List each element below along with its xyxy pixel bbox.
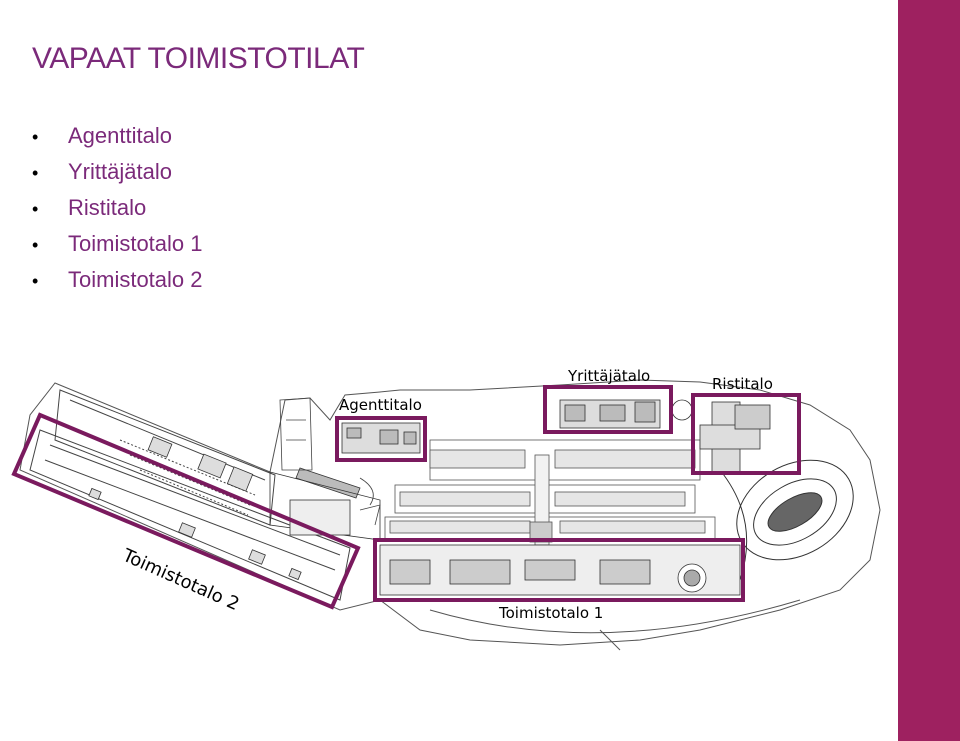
list-item-label: Yrittäjätalo: [68, 159, 172, 184]
bullet-icon: •: [32, 163, 39, 183]
agenttitalo-highlight: [335, 416, 427, 462]
bullet-icon: •: [32, 127, 39, 147]
bullet-icon: •: [32, 235, 39, 255]
site-outline: [19, 379, 881, 646]
bullet-icon: •: [32, 199, 39, 219]
list-item-label: Agenttitalo: [68, 123, 172, 148]
list-item: • Toimistotalo 2: [32, 262, 203, 298]
list-item-label: Ristitalo: [68, 195, 147, 220]
building-list: • Agenttitalo • Yrittäjätalo • Ristitalo • T…: [32, 118, 203, 298]
yrittajatalo-highlight: [543, 385, 673, 434]
floor-plan: [11, 379, 881, 651]
page-title: VAPAAT TOIMISTOTILAT: [32, 42, 365, 75]
toimistotalo1-highlight: [373, 538, 745, 602]
list-item-label: Toimistotalo 2: [68, 267, 203, 292]
list-item-label: Toimistotalo 1: [68, 231, 203, 256]
yrittajatalo-label: Yrittäjätalo: [568, 367, 651, 385]
accent-sidebar: [898, 0, 960, 741]
list-item: • Ristitalo: [32, 190, 203, 226]
toimistotalo2-highlight: [11, 412, 361, 610]
toimistotalo1-label: Toimistotalo 1: [499, 604, 604, 622]
list-item: • Agenttitalo: [32, 118, 203, 154]
list-item: • Yrittäjätalo: [32, 154, 203, 190]
ristitalo-label: Ristitalo: [712, 375, 773, 393]
bullet-icon: •: [32, 271, 39, 291]
list-item: • Toimistotalo 1: [32, 226, 203, 262]
ristitalo-highlight: [691, 393, 801, 475]
agenttitalo-label: Agenttitalo: [339, 396, 422, 414]
